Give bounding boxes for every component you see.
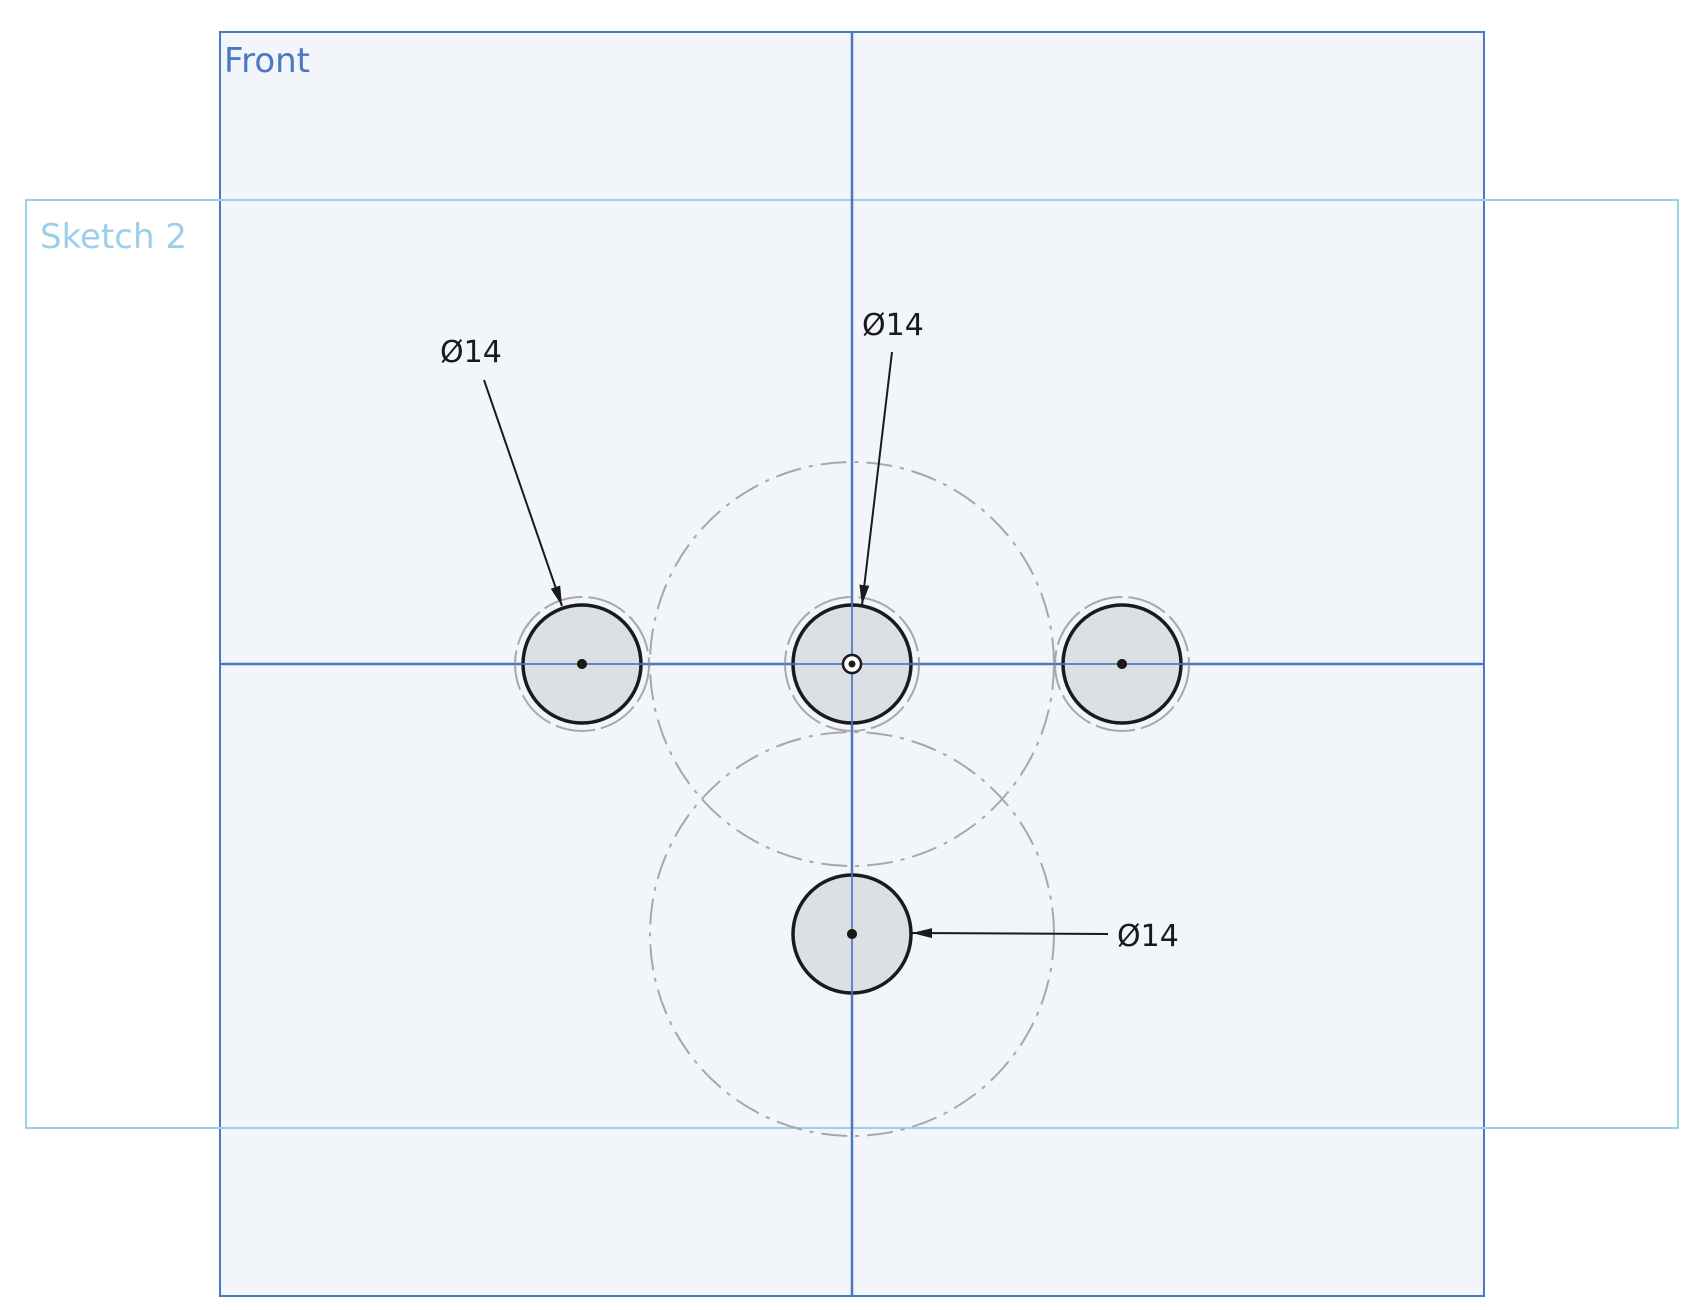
hole-right-center-dot-top	[1117, 659, 1127, 669]
dim-left-leader[interactable]	[483, 379, 563, 607]
sketch2-plane-label[interactable]: Sketch 2	[40, 217, 187, 257]
dim-center-leader[interactable]	[859, 351, 893, 606]
dim-left-label[interactable]: Ø14	[440, 335, 502, 370]
front-plane-label[interactable]: Front	[224, 41, 310, 81]
dim-center-label[interactable]: Ø14	[862, 308, 924, 343]
dim-bottom-leader[interactable]	[911, 928, 1109, 939]
origin-point-dot-top	[848, 660, 856, 668]
hole-bottom-center-dot-top	[847, 929, 857, 939]
dim-bottom-label[interactable]: Ø14	[1117, 919, 1179, 954]
hole-left-center-dot-top	[577, 659, 587, 669]
